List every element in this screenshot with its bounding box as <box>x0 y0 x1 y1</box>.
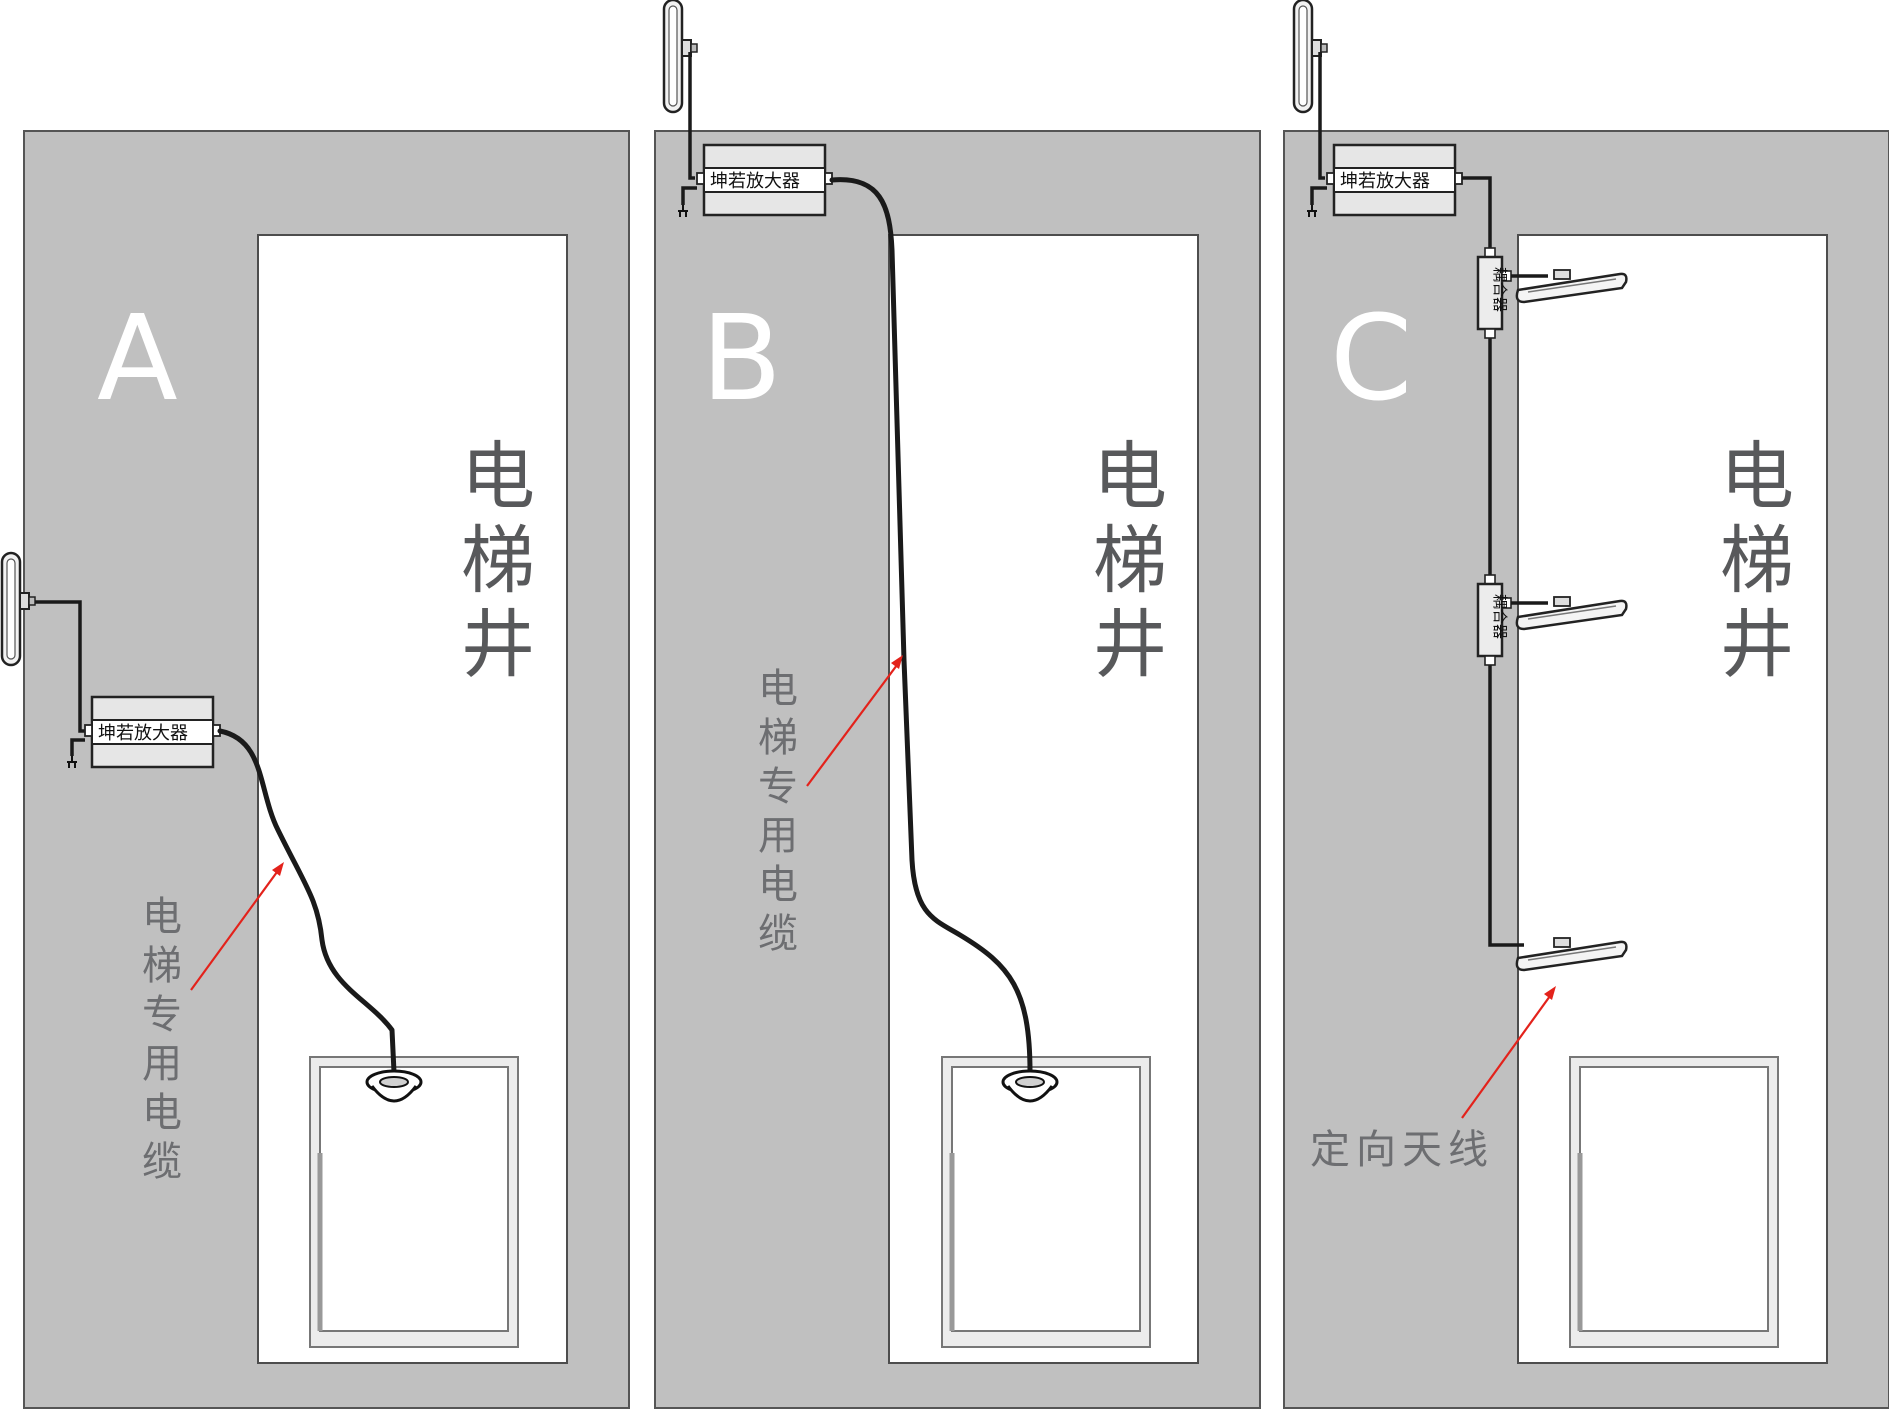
panel-b: B 电 梯 井 坤若放大器 电 梯 专 用 电 缆 <box>654 0 1261 1409</box>
panel-b-callout-char-4: 用 <box>758 813 798 859</box>
panel-a-shaft-label-1: 电 <box>461 434 535 520</box>
panel-c-letter: C <box>1330 289 1412 427</box>
panel-c-trunk-cable <box>1462 176 1524 947</box>
panel-c-shaft-label-2: 梯 <box>1720 518 1794 604</box>
panel-c-shaft-label-3: 井 <box>1720 602 1794 688</box>
panel-c: C 电 梯 井 坤若放大器 耦合器 耦合器 <box>1283 0 1889 1409</box>
panel-a-elevator-car <box>309 1056 519 1348</box>
panel-a-amplifier: 坤若放大器 <box>83 695 222 769</box>
panel-a-elevator-cable <box>217 728 397 1075</box>
panel-c-coupler-2: 耦合器 <box>1476 573 1513 667</box>
panel-b-amplifier: 坤若放大器 <box>695 143 834 217</box>
panel-c-coupler-1: 耦合器 <box>1476 246 1513 340</box>
outdoor-panel-antenna-icon <box>1292 0 1329 114</box>
panel-b-callout-char-5: 电 <box>758 862 798 908</box>
outdoor-panel-antenna-icon <box>662 0 699 114</box>
panel-a-cable-callout: 电 梯 专 用 电 缆 <box>142 862 284 1185</box>
panel-a-letter: A <box>97 289 178 427</box>
panel-b-amplifier-label: 坤若放大器 <box>710 171 800 192</box>
panel-a-callout-char-3: 专 <box>142 992 182 1038</box>
panel-b-cable-callout: 电 梯 专 用 电 缆 <box>758 655 903 957</box>
panel-c-coupler-1-label: 耦合器 <box>1491 267 1509 312</box>
panel-c-elevator-car <box>1569 1056 1779 1348</box>
panel-b-callout-char-1: 电 <box>758 666 798 712</box>
panel-b-callout-char-3: 专 <box>758 764 798 810</box>
panel-a-callout-char-5: 电 <box>142 1090 182 1136</box>
panel-a-shaft-label-2: 梯 <box>461 518 535 604</box>
panel-b-elevator-cable <box>829 177 1033 1075</box>
panel-a-callout-char-2: 梯 <box>142 943 182 989</box>
panel-a-callout-char-4: 用 <box>142 1041 182 1087</box>
panel-b-letter: B <box>701 289 782 427</box>
panel-a-shaft-label-3: 井 <box>461 602 535 688</box>
panel-b-elevator-car <box>941 1056 1151 1348</box>
panel-a-callout-char-6: 缆 <box>142 1139 182 1185</box>
panel-b-shaft-label-1: 电 <box>1093 434 1167 520</box>
panel-a-callout-char-1: 电 <box>142 894 182 940</box>
panel-c-amplifier-label: 坤若放大器 <box>1340 171 1430 192</box>
panel-c-antenna-callout: 定向天线 <box>1310 986 1556 1173</box>
panel-b-callout-char-6: 缆 <box>758 911 798 957</box>
panel-b-callout-char-2: 梯 <box>758 715 798 761</box>
panel-c-callout-label: 定向天线 <box>1310 1127 1494 1173</box>
panel-c-coupler-2-label: 耦合器 <box>1491 594 1509 639</box>
panel-c-amplifier: 坤若放大器 <box>1325 143 1464 217</box>
panel-a-amplifier-label: 坤若放大器 <box>98 723 188 744</box>
panel-c-shaft-label-1: 电 <box>1720 434 1794 520</box>
panel-b-shaft-label-2: 梯 <box>1093 518 1167 604</box>
panel-a: A 电 梯 井 坤若放大器 电 梯 专 用 电 <box>0 130 630 1409</box>
panel-b-shaft-label-3: 井 <box>1093 602 1167 688</box>
